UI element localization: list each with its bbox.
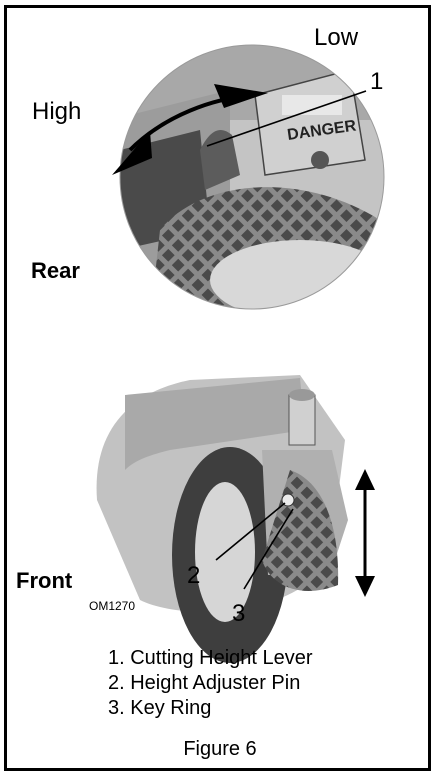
front-caster-photo (97, 375, 348, 663)
figure-caption: Figure 6 (0, 738, 440, 761)
front-label: Front (16, 568, 72, 594)
rear-wheel-photo: DANGER (110, 40, 400, 320)
rear-label: Rear (31, 258, 80, 284)
vertical-adjust-arrow (355, 469, 375, 597)
callout-1-number: 1 (370, 68, 383, 96)
callout-3-number: 3 (232, 600, 245, 628)
high-label: High (32, 98, 81, 126)
legend-item: 3. Key Ring (108, 696, 313, 721)
callout-2-number: 2 (187, 562, 200, 590)
legend-item: 2. Height Adjuster Pin (108, 671, 313, 696)
parts-legend: 1. Cutting Height Lever 2. Height Adjust… (108, 646, 313, 721)
low-label: Low (314, 24, 358, 52)
legend-item: 1. Cutting Height Lever (108, 646, 313, 671)
figure-code: OM1270 (89, 599, 135, 613)
